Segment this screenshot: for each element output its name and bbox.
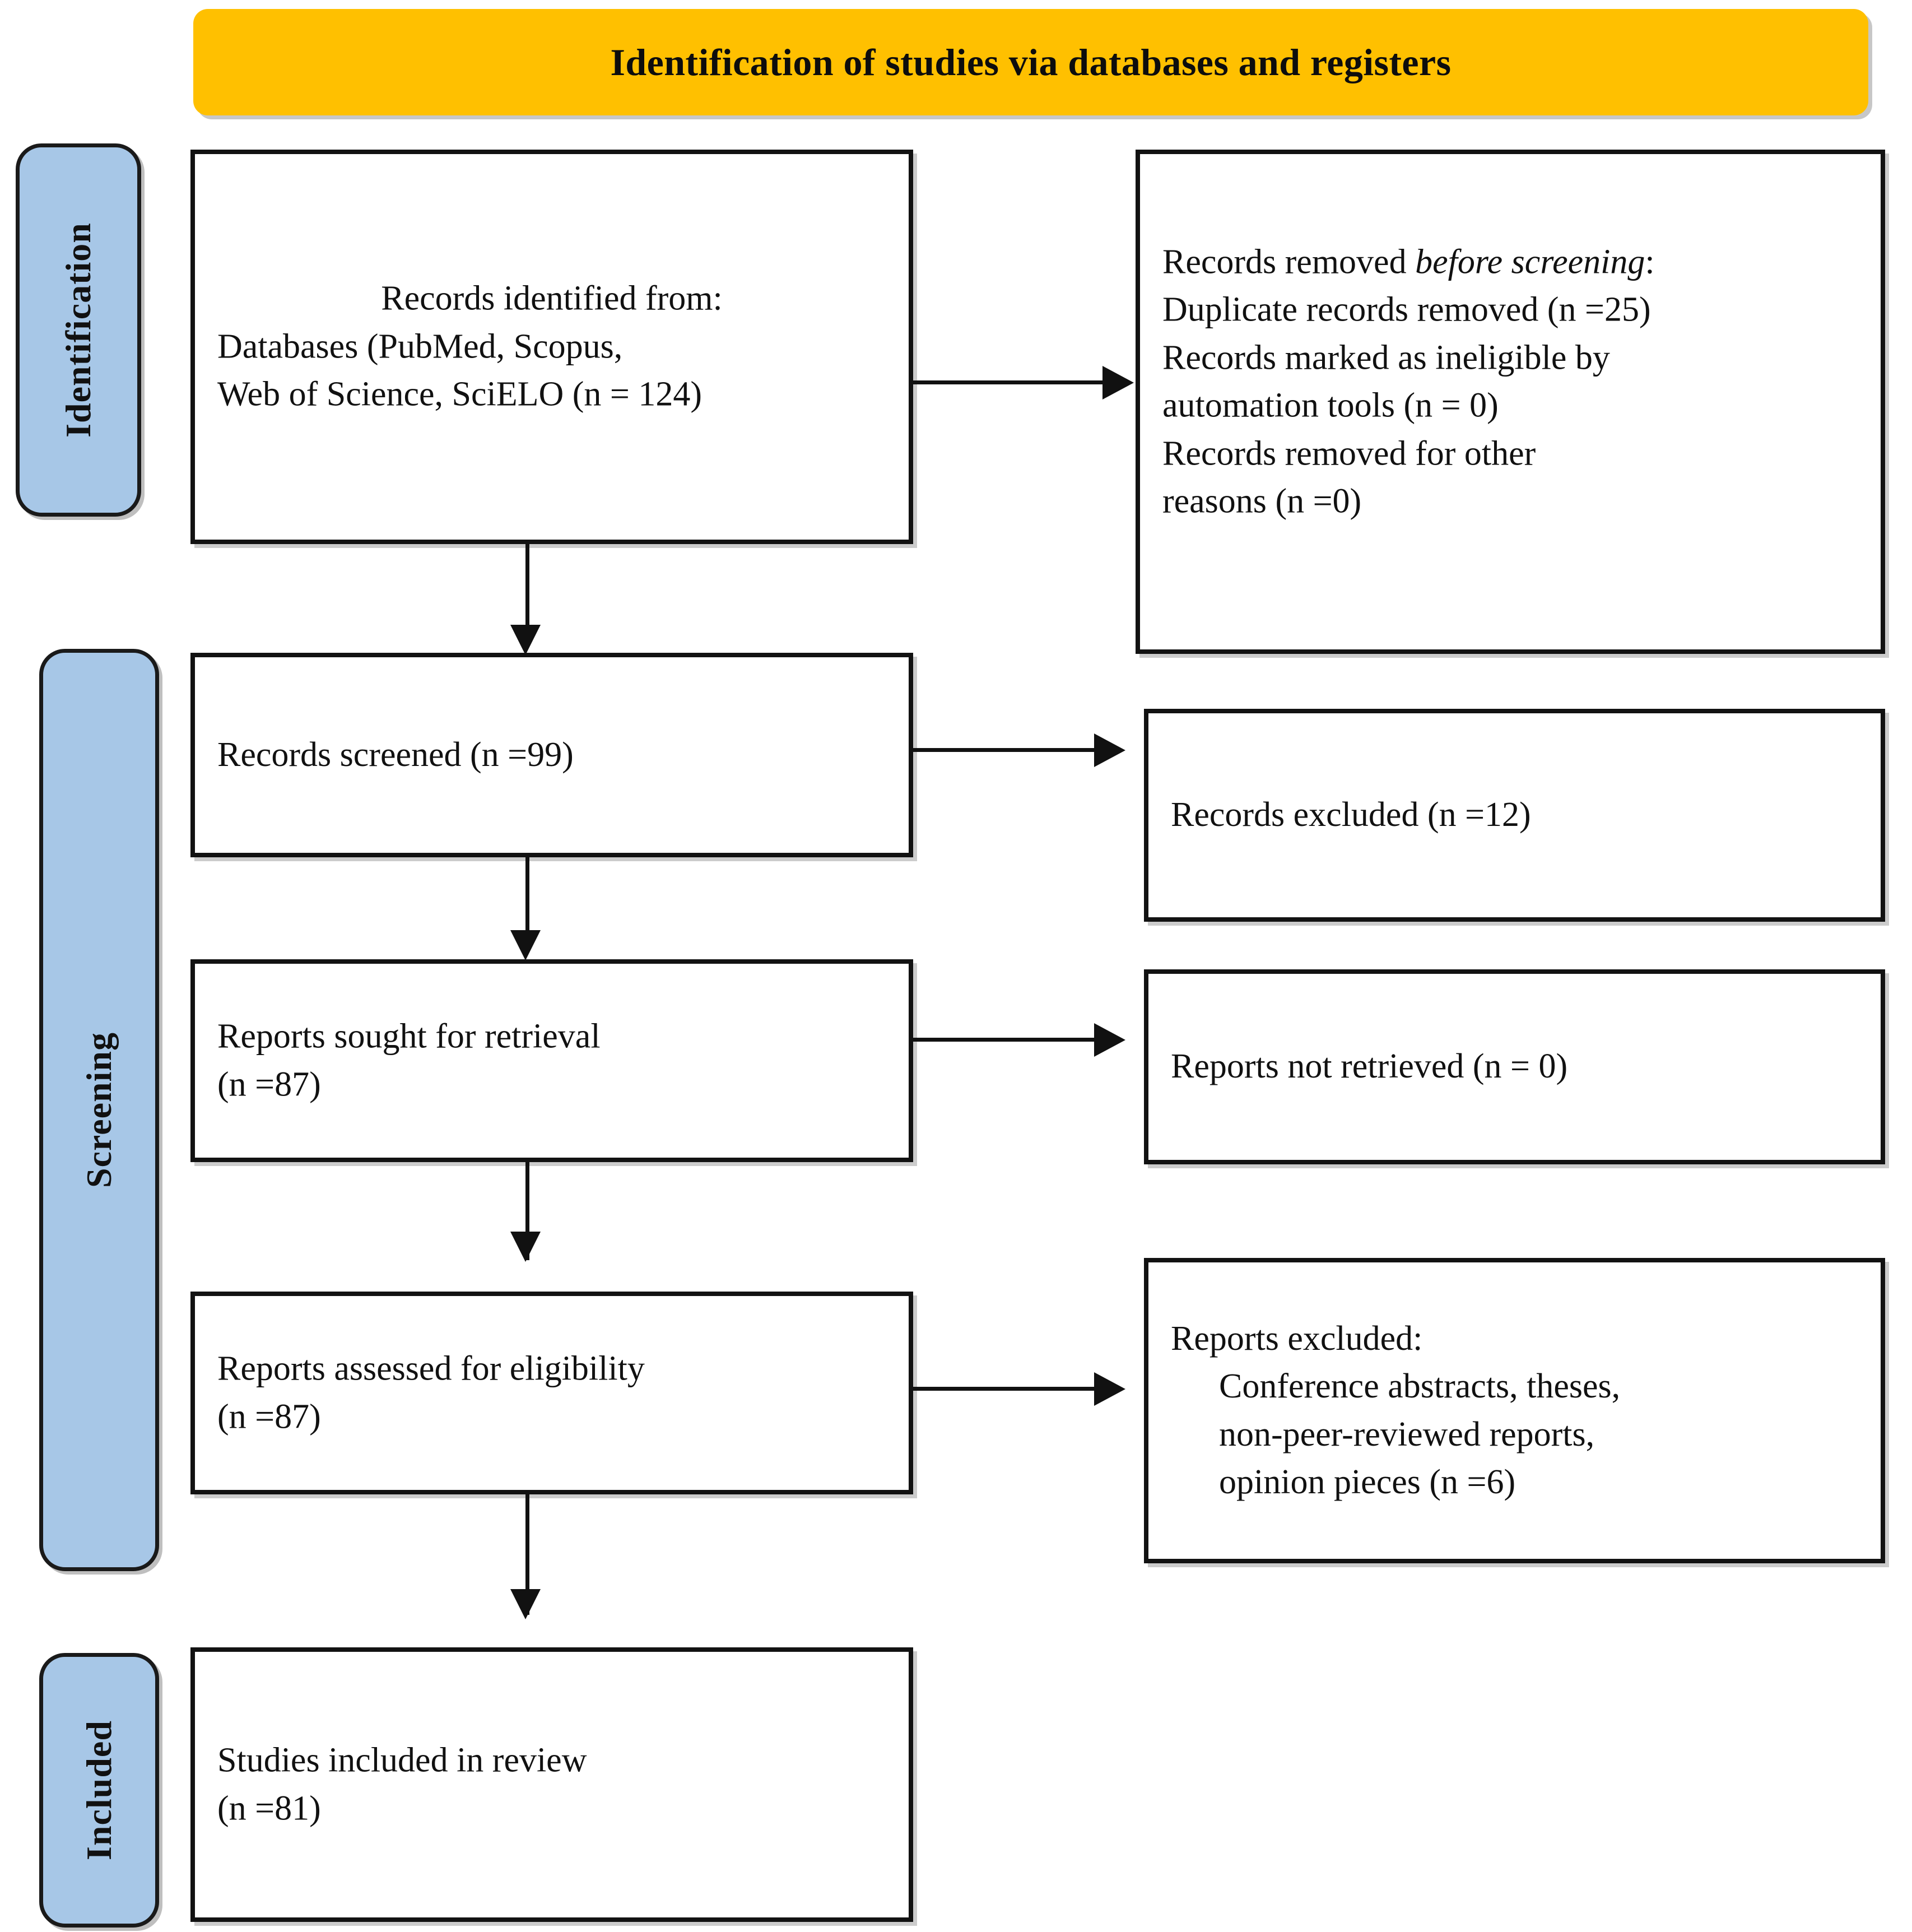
stage-label-screening-text: Screening [79, 1032, 119, 1188]
reports-excluded-item-3: opinion pieces (n =6) [1219, 1463, 1516, 1502]
arrowhead-down-icon [510, 1232, 541, 1262]
records-identified-line-3: Web of Science, SciELO (n = 124) [217, 375, 703, 414]
records-removed-heading-prefix: Records removed [1162, 242, 1416, 281]
reports-assessed-line-2: (n =87) [217, 1397, 321, 1436]
connector-identified-to-screened [525, 544, 529, 642]
stage-label-identification-text: Identification [58, 222, 98, 438]
records-removed-line-2: Records marked as ineligible by [1162, 338, 1610, 377]
records-removed-line-3: automation tools (n = 0) [1162, 386, 1499, 425]
reports-excluded-item-1: Conference abstracts, theses, [1219, 1367, 1621, 1405]
connector-screened-to-sought [525, 857, 529, 944]
reports-excluded-heading: Reports excluded: [1171, 1319, 1423, 1358]
stage-label-identification: Identification [16, 143, 141, 517]
box-studies-included-in-review: Studies included in review (n =81) [190, 1647, 913, 1922]
box-reports-sought-for-retrieval: Reports sought for retrieval (n =87) [190, 959, 913, 1162]
connector-sought-to-assessed [525, 1162, 529, 1260]
connector-assessed-to-reports-excluded [913, 1387, 1098, 1391]
arrowhead-right-icon [1094, 733, 1125, 767]
arrowhead-down-icon [510, 1589, 541, 1619]
records-removed-heading-suffix: : [1645, 242, 1655, 281]
box-records-screened: Records screened (n =99) [190, 653, 913, 857]
stage-label-screening: Screening [39, 649, 159, 1571]
arrowhead-down-icon [510, 625, 541, 655]
arrowhead-right-icon [1102, 366, 1134, 400]
box-reports-assessed-for-eligibility: Reports assessed for eligibility (n =87) [190, 1292, 913, 1494]
records-removed-line-5: reasons (n =0) [1162, 482, 1362, 521]
box-records-removed-before-screening: Records removed before screening: Duplic… [1136, 150, 1885, 654]
connector-assessed-to-included [525, 1494, 529, 1615]
reports-sought-line-2: (n =87) [217, 1065, 321, 1103]
box-records-identified: Records identified from: Databases (PubM… [190, 150, 913, 544]
records-identified-line-1: Records identified from: [381, 279, 723, 318]
arrowhead-right-icon [1094, 1372, 1125, 1406]
studies-included-line-1: Studies included in review [217, 1741, 587, 1780]
records-removed-line-1: Duplicate records removed (n =25) [1162, 290, 1651, 329]
arrowhead-down-icon [510, 930, 541, 960]
records-removed-heading: Records removed before screening: [1162, 238, 1858, 286]
records-excluded-line-1: Records excluded (n =12) [1171, 796, 1531, 834]
reports-assessed-line-1: Reports assessed for eligibility [217, 1349, 645, 1388]
connector-screened-to-records-excluded [913, 748, 1098, 752]
studies-included-line-2: (n =81) [217, 1789, 321, 1827]
records-removed-heading-italic: before screening [1415, 242, 1645, 281]
stage-label-included: Included [39, 1653, 159, 1928]
reports-not-retrieved-line-1: Reports not retrieved (n = 0) [1171, 1047, 1568, 1086]
connector-sought-to-not-retrieved [913, 1038, 1098, 1042]
box-records-excluded: Records excluded (n =12) [1144, 709, 1885, 922]
records-identified-line-2: Databases (PubMed, Scopus, [217, 327, 623, 366]
arrowhead-right-icon [1094, 1023, 1125, 1057]
reports-excluded-item-2: non-peer-reviewed reports, [1219, 1415, 1595, 1453]
connector-identified-to-removed [913, 380, 1106, 384]
reports-sought-line-1: Reports sought for retrieval [217, 1017, 601, 1056]
stage-label-included-text: Included [79, 1720, 119, 1860]
records-screened-line-1: Records screened (n =99) [217, 735, 574, 774]
records-removed-line-4: Records removed for other [1162, 434, 1536, 473]
diagram-title-banner: Identification of studies via databases … [193, 9, 1868, 115]
box-reports-not-retrieved: Reports not retrieved (n = 0) [1144, 969, 1885, 1164]
page-title: Identification of studies via databases … [610, 40, 1452, 83]
box-reports-excluded: Reports excluded: Conference abstracts, … [1144, 1258, 1885, 1563]
